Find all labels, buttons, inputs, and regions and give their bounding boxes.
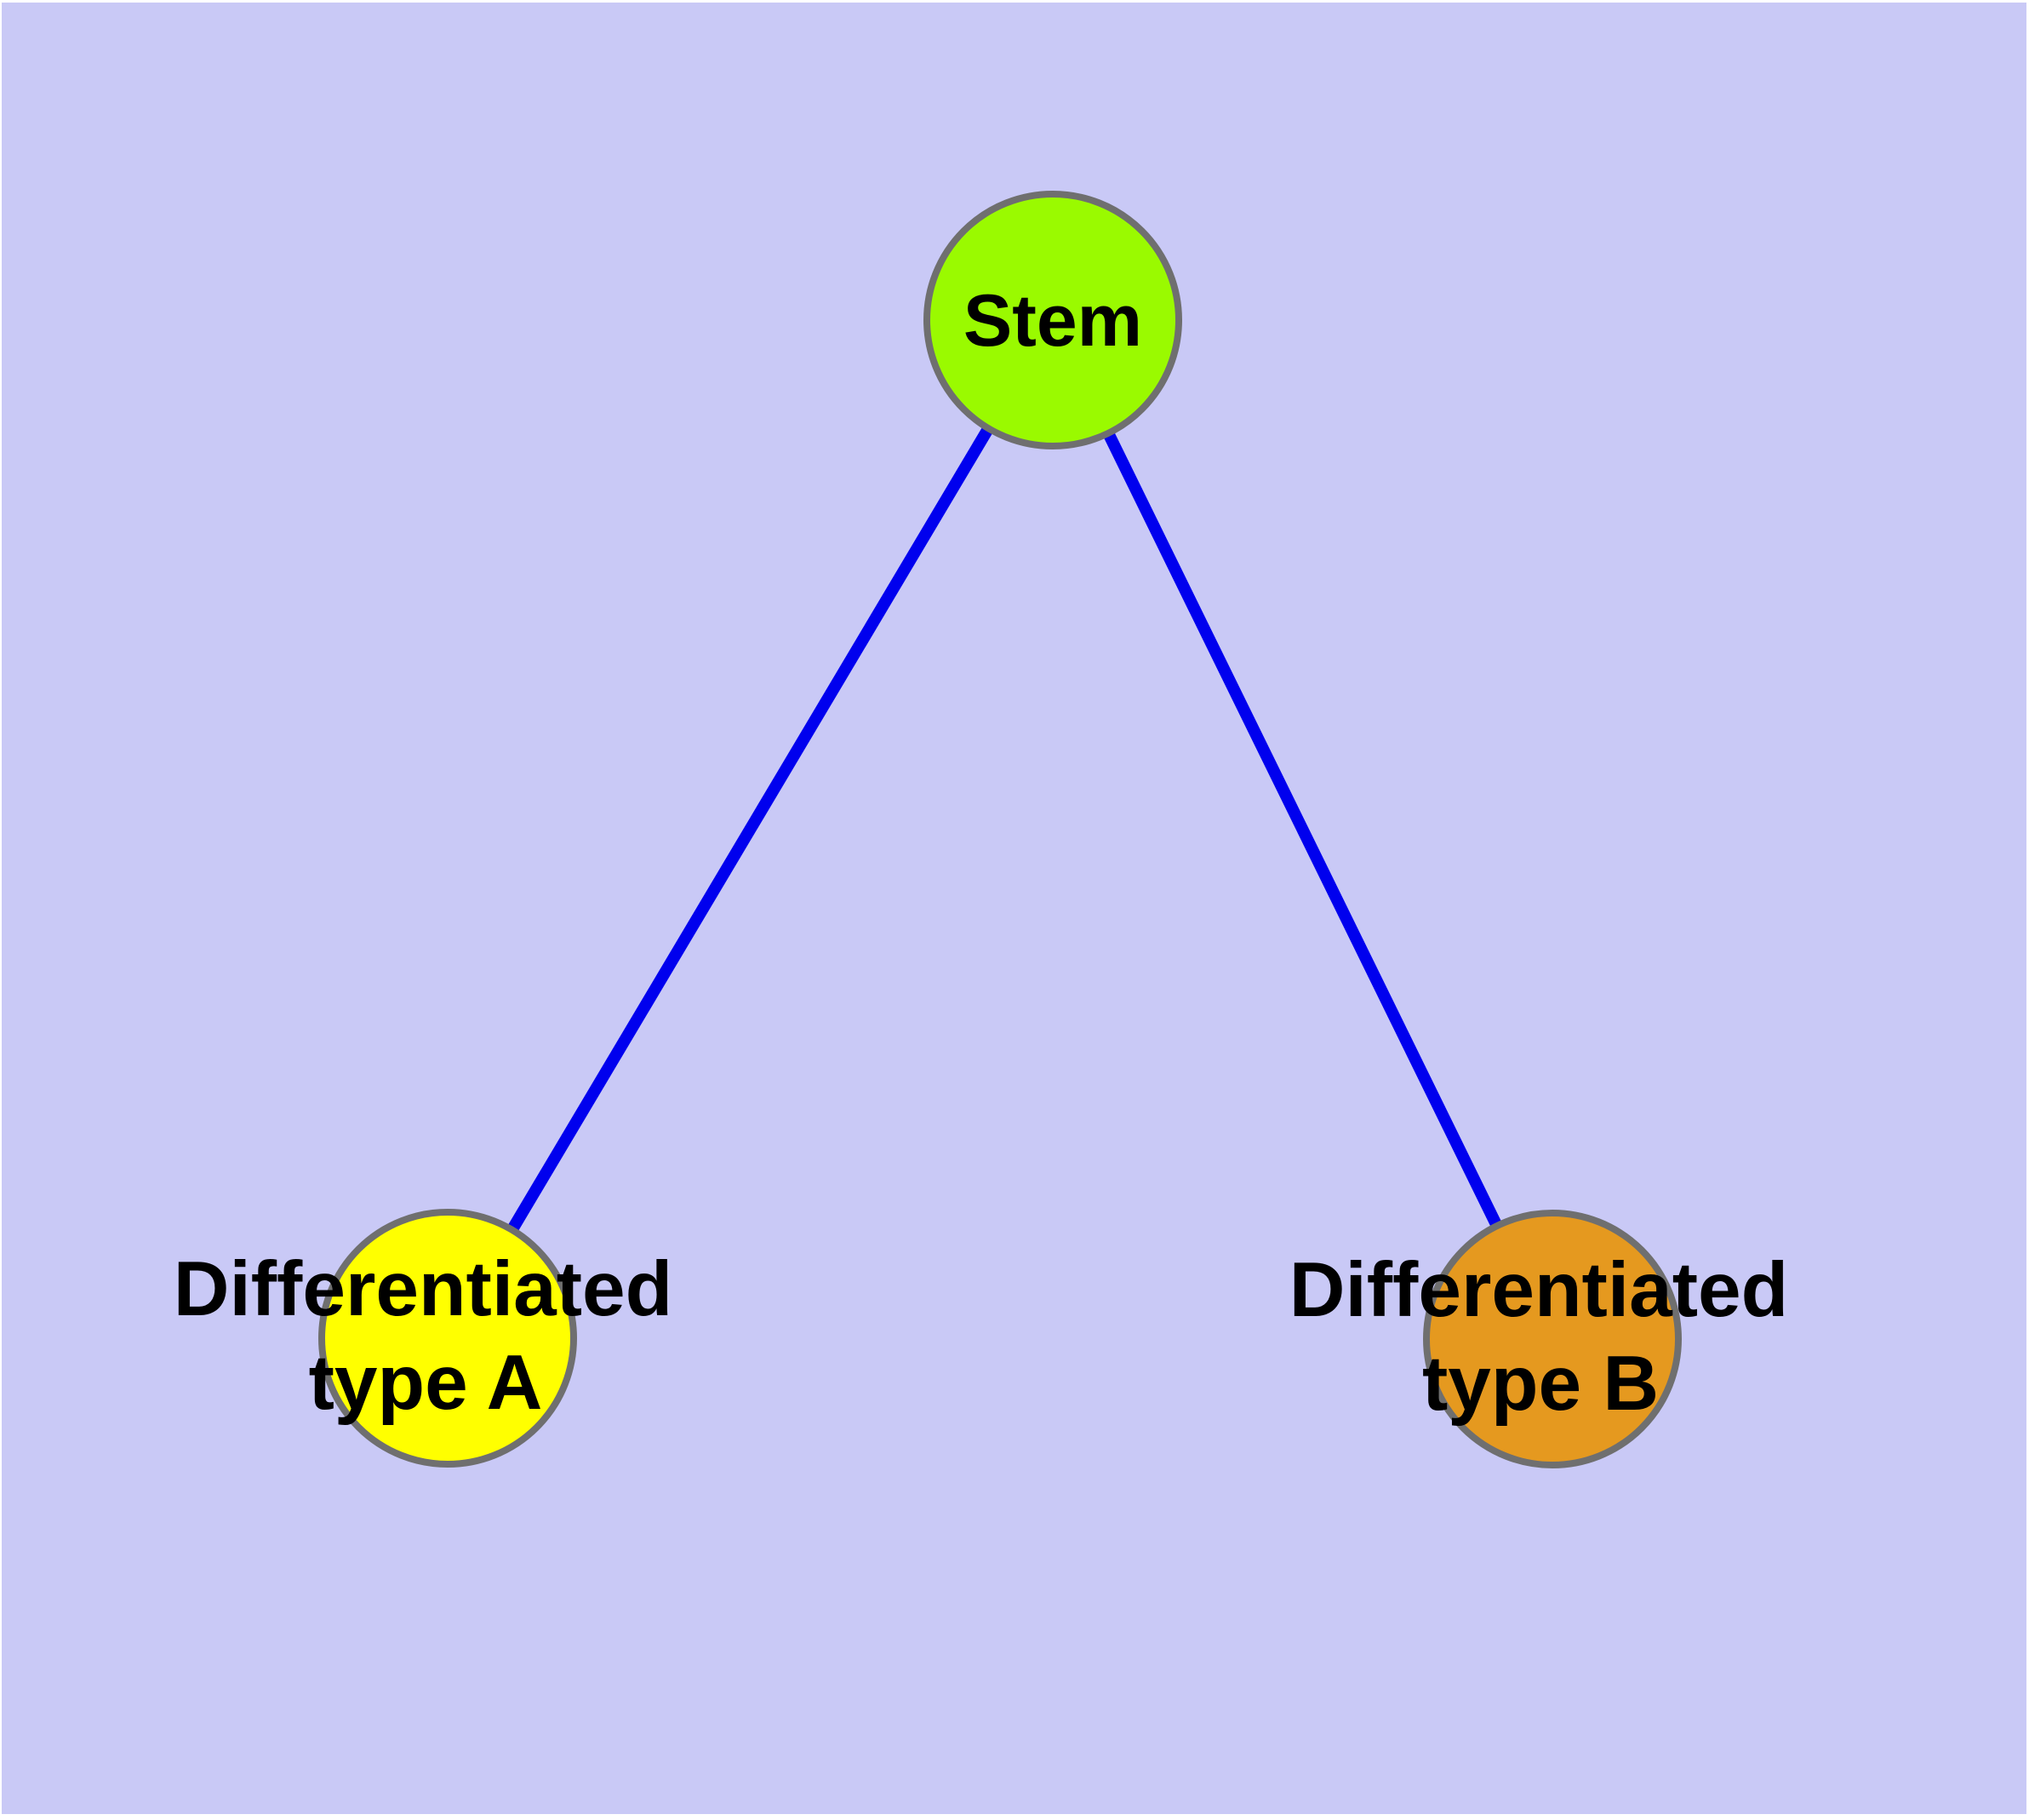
edge-stem-to-type-b — [1047, 317, 1558, 1342]
node-type-a-label-line2: type A — [309, 1340, 543, 1426]
node-differentiated-type-a — [318, 1209, 577, 1468]
node-stem-label: Stem — [963, 280, 1142, 362]
node-differentiated-type-b — [1423, 1210, 1682, 1468]
node-type-b-label-line2: type B — [1422, 1341, 1659, 1427]
node-type-a-label-line1: Differentiated — [174, 1246, 673, 1332]
node-type-b-label-line1: Differentiated — [1289, 1247, 1789, 1333]
edge-stem-to-type-a — [442, 317, 1059, 1342]
node-stem — [923, 191, 1182, 449]
